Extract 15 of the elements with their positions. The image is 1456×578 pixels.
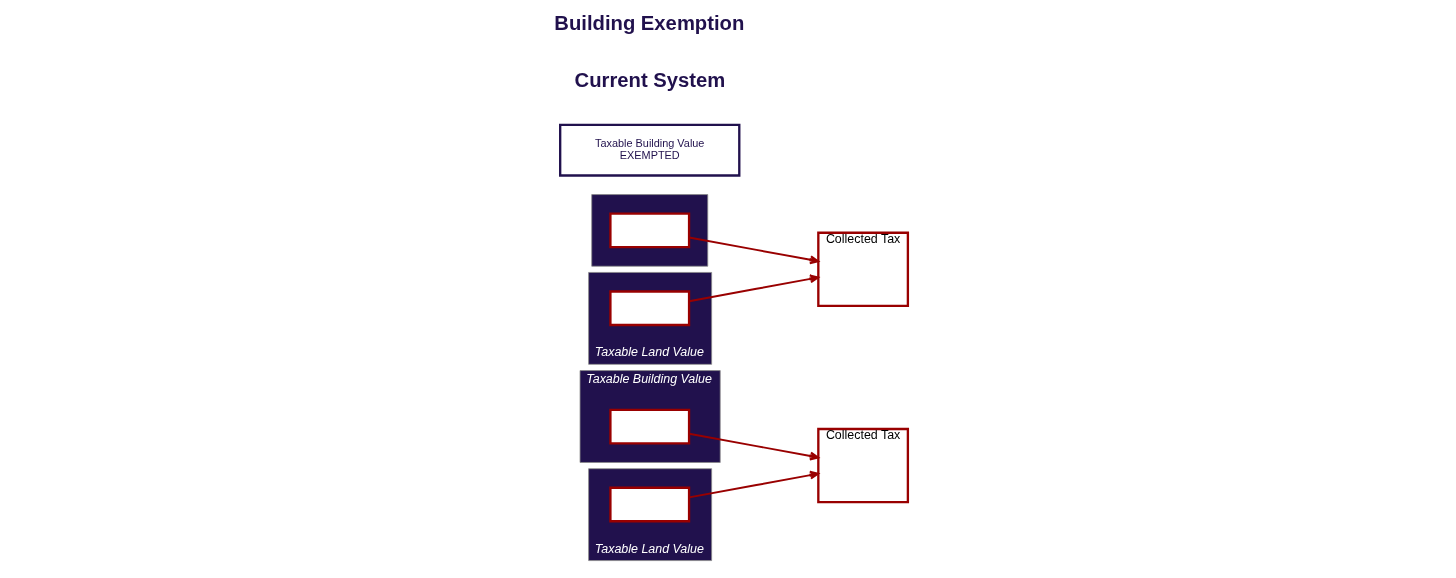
node-box: Collected Tax — [817, 231, 910, 308]
node-box — [609, 408, 691, 445]
cluster: Taxable Land Value — [588, 468, 713, 561]
label: Current System — [574, 68, 726, 91]
node-box — [609, 212, 691, 249]
cluster: Taxable Building Value — [579, 370, 721, 463]
label: Building Exemption — [554, 11, 745, 34]
arrow — [688, 236, 820, 265]
node-box — [609, 486, 691, 523]
arrow — [688, 432, 820, 461]
node-box — [609, 290, 691, 327]
cluster — [591, 194, 709, 267]
node-box: Taxable Building Value EXEMPTED — [559, 123, 741, 177]
cluster: Taxable Land Value — [588, 272, 713, 365]
node-box: Collected Tax — [817, 427, 910, 504]
